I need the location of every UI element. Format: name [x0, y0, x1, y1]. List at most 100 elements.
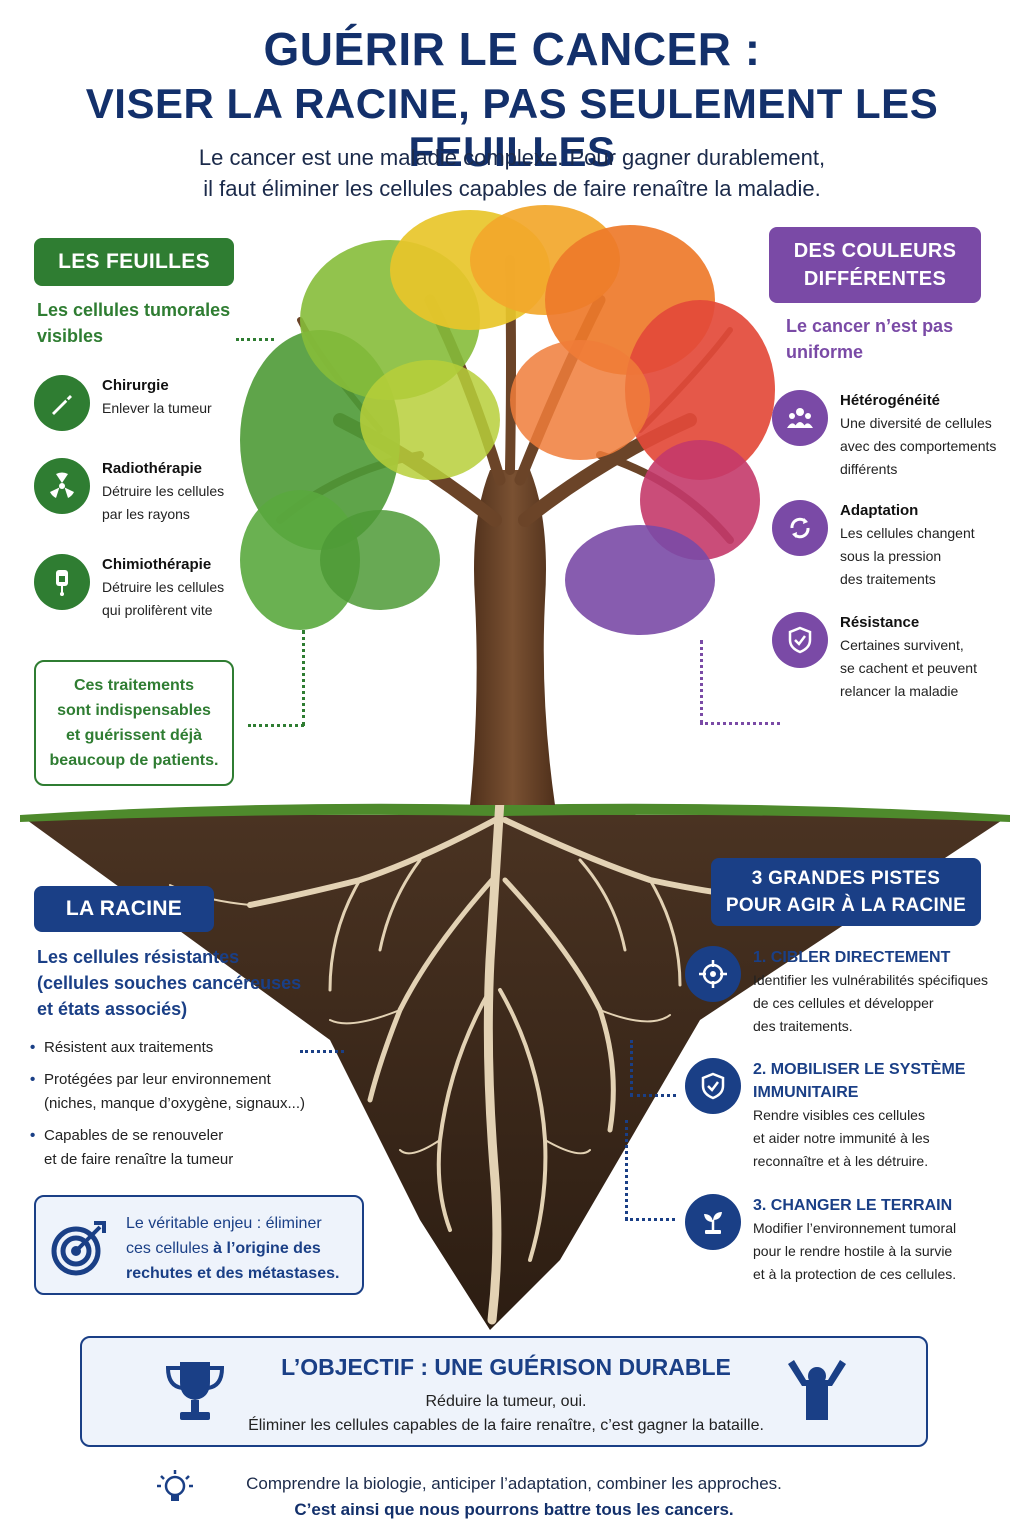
connector-note-h — [248, 724, 304, 727]
racine-bullet-3-line1: Capables de se renouveler — [44, 1127, 224, 1144]
racine-enjeu-line2a: ces cellules — [126, 1240, 214, 1257]
item-chirurgie-title: Chirurgie — [102, 377, 169, 394]
feuilles-lead-line1: Les cellules tumorales — [37, 300, 231, 320]
footer-line2: C’est ainsi que nous pourrons battre tou… — [294, 1500, 734, 1519]
feuilles-note-line3: et guérissent déjà — [65, 727, 203, 744]
item-adaptation-title: Adaptation — [840, 502, 919, 519]
racine-lead-line1: Les cellules résistantes — [37, 947, 240, 967]
scalpel-icon — [34, 375, 90, 431]
track-cibler-desc3: des traitements. — [753, 1018, 853, 1034]
trophy-icon — [160, 1356, 230, 1426]
couleurs-lead-line2: uniforme — [786, 342, 864, 362]
subtitle-line2: il faut éliminer les cellules capables d… — [203, 176, 821, 201]
immune-shield-icon — [685, 1058, 741, 1114]
crosshair-icon — [685, 946, 741, 1002]
track-terrain-desc3: et à la protection de ces cellules. — [753, 1266, 957, 1282]
track-immunitaire-title2: IMMUNITAIRE — [753, 1084, 859, 1101]
objectif-line1: Réduire la tumeur, oui. — [425, 1393, 587, 1410]
racine-enjeu-line2b: à l’origine des — [213, 1240, 321, 1257]
racine-lead-line3: et états associés) — [37, 999, 188, 1019]
connector-couleurs-v — [700, 640, 703, 724]
item-radiotherapie-title: Radiothérapie — [102, 460, 203, 477]
item-heterogeneite: Hétérogénéité Une diversité de cellules … — [772, 390, 1012, 481]
racine-enjeu-line2: ces cellules à l’origine des — [126, 1236, 356, 1261]
connector-feuilles — [236, 338, 274, 341]
item-chirurgie: Chirurgie Enlever la tumeur — [34, 375, 274, 431]
item-resistance-desc2: se cachent et peuvent — [840, 660, 977, 676]
label-des-couleurs-line1: DES COULEURS — [793, 240, 957, 262]
lightbulb-icon — [152, 1466, 198, 1512]
label-3-pistes-line2: POUR AGIR À LA RACINE — [725, 895, 967, 916]
label-3-pistes: 3 GRANDES PISTES POUR AGIR À LA RACINE — [711, 858, 981, 926]
iv-bag-icon — [34, 554, 90, 610]
feuilles-note-line4: beaucoup de patients. — [49, 752, 219, 769]
objectif-title: L’OBJECTIF : UNE GUÉRISON DURABLE — [281, 1354, 731, 1380]
track-immunitaire-desc2: et aider notre immunité à les — [753, 1130, 930, 1146]
racine-enjeu-line3: rechutes et des métastases. — [126, 1265, 340, 1282]
racine-bullet-2-line1: Protégées par leur environnement — [44, 1071, 271, 1088]
connector-couleurs-h — [700, 722, 780, 725]
item-heterogeneite-desc2: avec des comportements — [840, 438, 997, 454]
label-les-feuilles: LES FEUILLES — [34, 238, 234, 286]
item-adaptation: Adaptation Les cellules changent sous la… — [772, 500, 1012, 591]
page-title-line1: GUÉRIR LE CANCER : — [263, 23, 761, 75]
objectif-text: Réduire la tumeur, oui. Éliminer les cel… — [82, 1390, 930, 1438]
foliage — [240, 205, 775, 635]
grass — [20, 803, 1010, 822]
track-cibler-desc1: Identifier les vulnérabilités spécifique… — [753, 972, 989, 988]
cycle-icon — [772, 500, 828, 556]
objectif-box: L’OBJECTIF : UNE GUÉRISON DURABLE Réduir… — [80, 1336, 928, 1447]
couleurs-lead-line1: Le cancer n’est pas — [786, 316, 954, 336]
item-resistance-title: Résistance — [840, 614, 920, 631]
item-adaptation-desc2: sous la pression — [840, 548, 942, 564]
track-immunitaire-desc1: Rendre visibles ces cellules — [753, 1107, 925, 1123]
racine-bullet-3-line2: et de faire renaître la tumeur — [44, 1151, 234, 1168]
shield-icon — [772, 612, 828, 668]
footer-text: Comprendre la biologie, anticiper l’adap… — [204, 1471, 824, 1523]
track-cibler-desc2: de ces cellules et développer — [753, 995, 934, 1011]
racine-enjeu-text: Le véritable enjeu : éliminer ces cellul… — [126, 1211, 356, 1286]
item-radiotherapie: Radiothérapie Détruire les cellules par … — [34, 458, 274, 526]
label-3-pistes-line1: 3 GRANDES PISTES — [751, 868, 941, 889]
group-icon — [772, 390, 828, 446]
track-terrain: 3. CHANGER LE TERRAIN Modifier l’environ… — [685, 1194, 1005, 1286]
racine-bullet-1: Résistent aux traitements — [30, 1036, 330, 1060]
victory-person-icon — [782, 1356, 852, 1426]
racine-bullet-2: Protégées par leur environnement (niches… — [30, 1068, 330, 1116]
feuilles-note-line2: sont indispensables — [57, 702, 211, 719]
racine-bullet-2-line2: (niches, manque d’oxygène, signaux...) — [44, 1095, 305, 1112]
track-terrain-desc2: pour le rendre hostile à la survie — [753, 1243, 953, 1259]
racine-bullets: Résistent aux traitements Protégées par … — [30, 1036, 330, 1172]
item-chimiotherapie-desc2: qui prolifèrent vite — [102, 602, 213, 618]
item-heterogeneite-desc3: différents — [840, 461, 898, 477]
label-la-racine: LA RACINE — [34, 886, 214, 932]
racine-lead-line2: (cellules souches cancéreuses — [37, 973, 302, 993]
connector-pistes-3 — [625, 1120, 628, 1220]
trunk — [470, 470, 555, 805]
item-heterogeneite-desc1: Une diversité de cellules — [840, 415, 992, 431]
footer-line1: Comprendre la biologie, anticiper l’adap… — [246, 1474, 782, 1493]
item-resistance: Résistance Certaines survivent, se cache… — [772, 612, 1012, 703]
item-chimiotherapie-title: Chimiothérapie — [102, 556, 212, 573]
track-terrain-title: 3. CHANGER LE TERRAIN — [753, 1197, 953, 1214]
item-resistance-desc1: Certaines survivent, — [840, 637, 964, 653]
feuilles-note-line1: Ces traitements — [73, 677, 195, 694]
item-adaptation-desc1: Les cellules changent — [840, 525, 975, 541]
connector-note-v — [302, 630, 305, 726]
connector-racine — [300, 1050, 344, 1053]
page-subtitle: Le cancer est une maladie complexe. Pour… — [0, 142, 1024, 204]
item-resistance-desc3: relancer la maladie — [840, 683, 959, 699]
feuilles-note-box: Ces traitements sont indispensables et g… — [34, 660, 234, 786]
page-title-line2: VISER LA RACINE, PAS SEULEMENT LES FEUIL… — [85, 80, 939, 175]
item-chimiotherapie-desc1: Détruire les cellules — [102, 579, 225, 595]
racine-lead: Les cellules résistantes (cellules souch… — [37, 944, 327, 1022]
track-immunitaire-desc3: reconnaître et à les détruire. — [753, 1153, 929, 1169]
feuilles-lead: Les cellules tumorales visibles — [37, 297, 267, 349]
item-chirurgie-desc: Enlever la tumeur — [102, 400, 212, 416]
subtitle-line1: Le cancer est une maladie complexe. Pour… — [198, 145, 826, 170]
track-cibler: 1. CIBLER DIRECTEMENT Identifier les vul… — [685, 946, 1005, 1038]
racine-bullet-3: Capables de se renouveler et de faire re… — [30, 1124, 330, 1172]
item-radiotherapie-desc2: par les rayons — [102, 506, 190, 522]
label-des-couleurs: DES COULEURS DIFFÉRENTES — [769, 227, 981, 303]
racine-enjeu-line1: Le véritable enjeu : éliminer — [126, 1215, 322, 1232]
